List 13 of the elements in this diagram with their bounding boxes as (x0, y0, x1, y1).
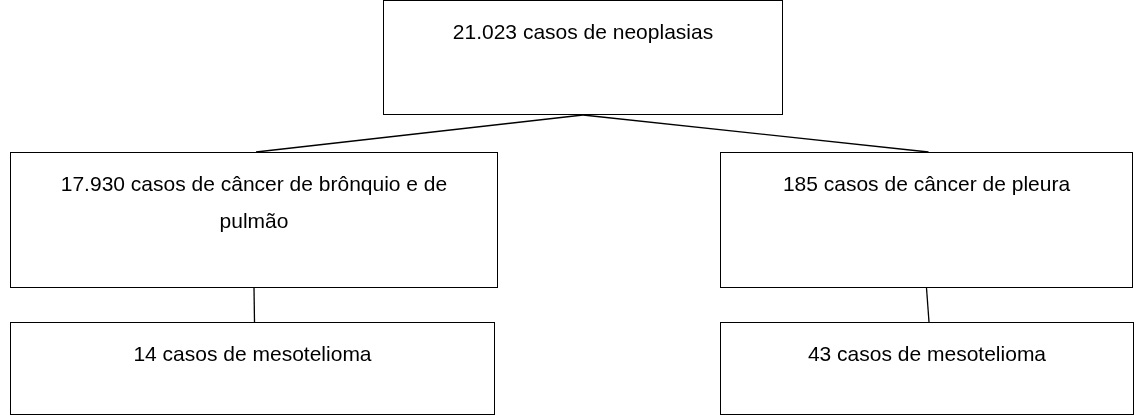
box-label: 185 casos de câncer de pleura (781, 171, 1072, 197)
process-box (10, 322, 495, 415)
connector-line (925, 287, 930, 323)
box-label: 14 casos de mesotelioma (132, 341, 373, 367)
process-box (720, 322, 1134, 415)
process-box (383, 0, 783, 115)
process-box (10, 152, 498, 288)
box-label: 43 casos de mesotelioma (806, 341, 1048, 367)
process-box (720, 152, 1133, 288)
connector-line (253, 287, 256, 323)
box-label: 21.023 casos de neoplasias (451, 19, 715, 45)
box-label: 17.930 casos de câncer de brônquio e de pulmão (59, 171, 449, 234)
connector-line (255, 114, 584, 153)
